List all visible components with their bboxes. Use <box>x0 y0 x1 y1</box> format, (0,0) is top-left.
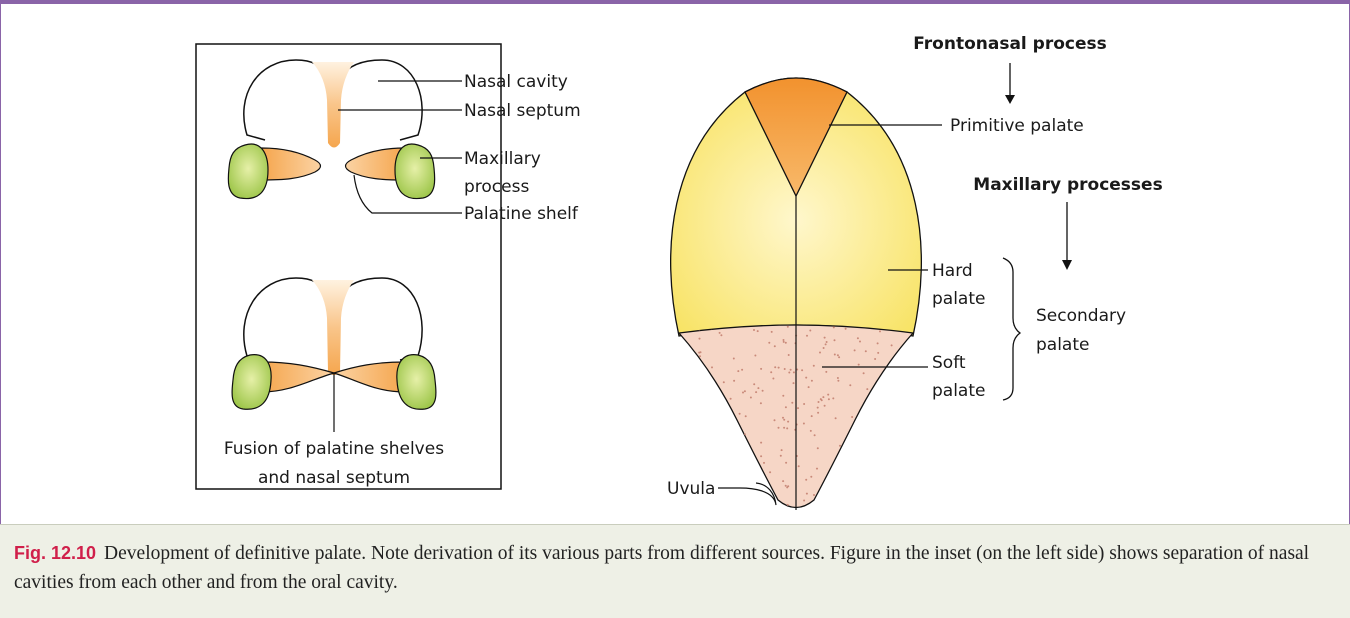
label-secondary-line1: Secondary <box>1036 306 1126 326</box>
frontonasal-arrow-head <box>1005 95 1015 104</box>
label-uvula: Uvula <box>667 479 715 499</box>
right-maxillary-fused <box>397 355 436 410</box>
inset-box <box>196 44 501 489</box>
label-palatine-shelf: Palatine shelf <box>464 204 579 224</box>
right-maxillary-process <box>395 144 435 199</box>
label-maxillary-line1: Maxillary <box>464 149 541 169</box>
label-fusion-line1: Fusion of palatine shelves <box>224 439 444 459</box>
secondary-palate-brace <box>1003 258 1020 400</box>
uvula-leader <box>718 483 776 505</box>
figure-number: Fig. 12.10 <box>14 543 96 563</box>
label-maxillary-processes: Maxillary processes <box>973 175 1162 195</box>
label-maxillary-line2: process <box>464 177 529 197</box>
label-soft-line1: Soft <box>932 353 966 373</box>
label-frontonasal-process: Frontonasal process <box>913 34 1106 54</box>
palate-drawing <box>671 78 922 512</box>
label-primitive-palate: Primitive palate <box>950 116 1084 136</box>
left-maxillary-process <box>228 144 268 199</box>
maxillary-arrow-head <box>1062 260 1072 270</box>
label-secondary-line2: palate <box>1036 335 1089 355</box>
label-fusion-line2: and nasal septum <box>258 468 410 488</box>
label-nasal-septum: Nasal septum <box>464 101 581 121</box>
label-soft-line2: palate <box>932 381 985 401</box>
label-hard-line1: Hard <box>932 261 973 281</box>
left-maxillary-fused <box>232 355 271 410</box>
caption-text: Development of definitive palate. Note d… <box>14 543 1309 593</box>
label-nasal-cavity: Nasal cavity <box>464 72 568 92</box>
palate-diagram: Nasal cavity Nasal septum Maxillary proc… <box>0 0 1350 524</box>
label-hard-line2: palate <box>932 289 985 309</box>
